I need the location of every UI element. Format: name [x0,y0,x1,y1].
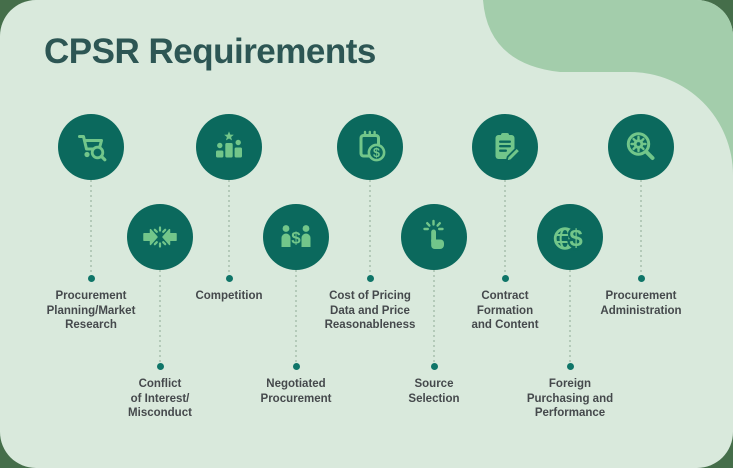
item-label: Foreign Purchasing and Performance [526,378,614,419]
dotted-connector [504,180,506,274]
connector-end-dot [156,363,164,370]
icon-circle [401,204,467,270]
icon-circle [472,114,538,180]
dotted-connector [569,270,571,362]
item-label: Cost of Pricing Data and Price Reasonabl… [324,290,416,331]
people-dollar-icon: $ [281,225,311,248]
item-competition: Competition [163,114,295,304]
connector-end-dot [292,363,300,370]
item-contract-formation: Contract Formation and Content [439,114,571,333]
svg-text:$: $ [291,229,301,248]
connector-end-dot [366,275,374,282]
connector-end-dot [225,275,233,282]
cart-search-icon [78,135,107,162]
item-label: Procurement Planning/Market Research [46,290,136,331]
dotted-connector [228,180,230,274]
item-label: Negotiated Procurement [260,378,332,405]
icon-circle [58,114,124,180]
dotted-connector [90,180,92,274]
dotted-connector [433,270,435,362]
icon-circle: $ [537,204,603,270]
item-conflict-of-interest: Conflict of Interest/ Misconduct [94,204,226,421]
converging-arrows-icon [143,226,177,248]
icon-circle: $ [337,114,403,180]
dotted-connector [159,270,161,362]
dotted-connector [640,180,642,274]
notepad-dollar-icon: $ [359,130,386,162]
connector-end-dot [566,363,574,370]
icon-circle: $ [263,204,329,270]
icon-circle [196,114,262,180]
competition-podium-icon [216,131,242,158]
icon-circle [608,114,674,180]
icon-circle [127,204,193,270]
svg-text:$: $ [373,146,380,160]
item-foreign-purchasing: $ Foreign Purchasing and Performance [504,204,636,421]
item-label: Source Selection [408,378,460,405]
item-source-selection: Source Selection [368,204,500,406]
svg-text:$: $ [569,225,583,252]
search-gear-icon [626,132,655,160]
item-label: Conflict of Interest/ Misconduct [128,378,192,419]
connector-end-dot [637,275,645,282]
connector-end-dot [501,275,509,282]
dotted-connector [369,180,371,274]
item-label: Contract Formation and Content [471,290,539,331]
connector-end-dot [430,363,438,370]
page-title: CPSR Requirements [44,32,376,71]
item-cost-of-pricing-data: $ Cost of Pricing Data and Price Reasona… [304,114,436,333]
tap-selection-icon [423,219,444,249]
item-procurement-administration: Procurement Administration [575,114,707,318]
item-label: Competition [195,290,263,302]
globe-dollar-icon: $ [553,223,586,254]
item-label: Procurement Administration [600,290,682,317]
connector-end-dot [87,275,95,282]
clipboard-pencil-icon [495,133,521,163]
item-procurement-planning: Procurement Planning/Market Research [25,114,157,333]
item-negotiated-procurement: $ Negotiated Procurement [230,204,362,406]
dotted-connector [295,270,297,362]
